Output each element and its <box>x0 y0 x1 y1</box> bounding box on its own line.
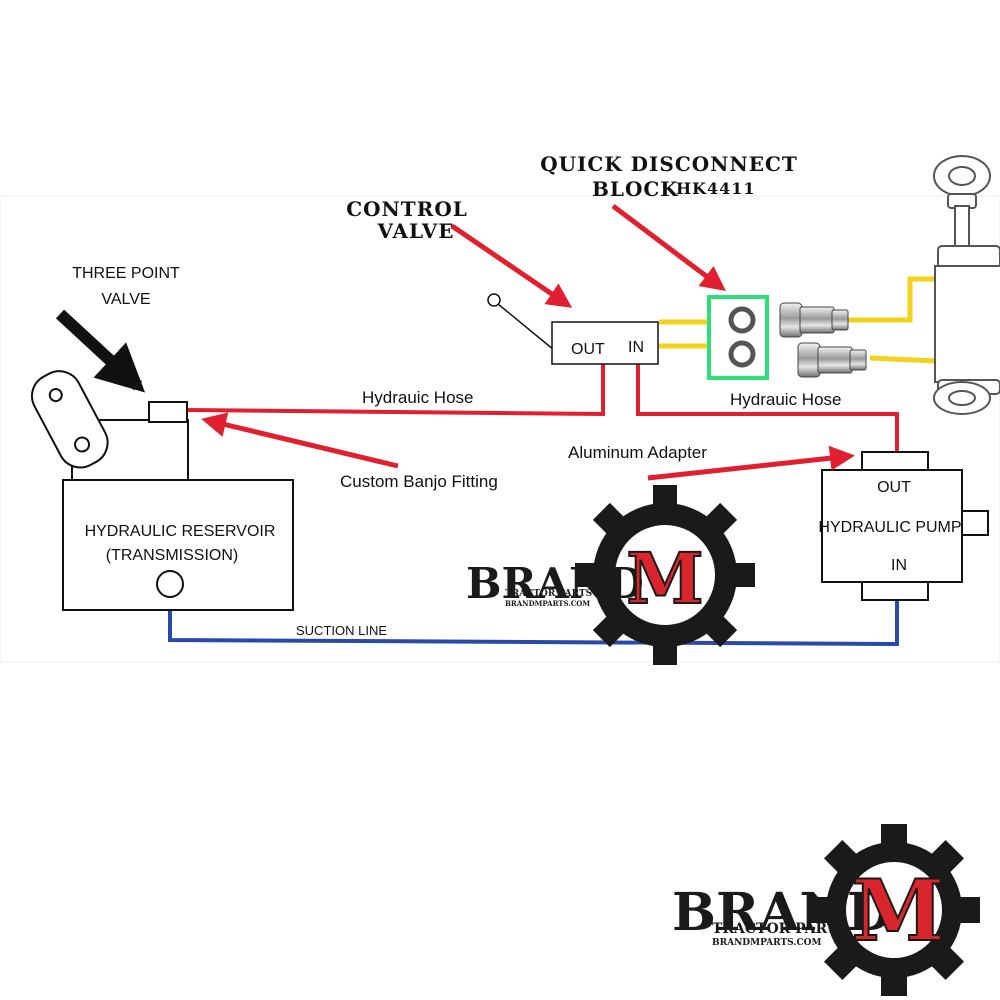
three-point-valve-label-line2: VALVE <box>101 291 150 308</box>
hose-valve-out-to-reservoir <box>186 362 605 417</box>
suction-line-label: SUCTION LINE <box>296 623 387 638</box>
control-valve-label-line2: VALVE <box>377 219 455 243</box>
center-logo-letter: M <box>626 537 704 620</box>
brand-logo: BRAND M TRACTOR PARTS BRANDMPARTS.COM <box>672 824 980 996</box>
center-logo-sub: TRACTOR PARTS <box>505 589 592 599</box>
hose-pump-to-valve-in <box>636 362 899 452</box>
pointer-arrows <box>201 204 855 481</box>
pump-out-label: OUT <box>877 479 911 496</box>
hose-right-label: Hydrauic Hose <box>730 390 842 409</box>
valve-out-label: OUT <box>571 341 605 358</box>
center-logo-gear <box>575 485 755 665</box>
three-point-valve <box>30 370 189 481</box>
qd-block-label-line1: QUICK DISCONNECT <box>540 152 798 176</box>
quick-disconnect-block <box>707 295 769 380</box>
brand-logo-letter: M <box>852 861 945 960</box>
brand-logo-url: BRANDMPARTS.COM <box>712 938 821 948</box>
brand-logo-gear <box>808 824 980 996</box>
qd-block-label-line2: BLOCK <box>592 177 679 201</box>
qd-block-part-number: HK4411 <box>676 179 756 198</box>
center-logo-word: BRAND <box>466 559 644 608</box>
arrow-aluminum-adapter <box>647 445 855 481</box>
coupler-lower <box>797 342 867 378</box>
hose-left-label: Hydrauic Hose <box>362 388 474 407</box>
reservoir-label-line2: (TRANSMISSION) <box>106 547 238 564</box>
center-logo-url: BRANDMPARTS.COM <box>505 599 590 608</box>
brand-logo-sub: TRACTOR PARTS <box>712 921 847 937</box>
coupler-upper <box>779 302 849 338</box>
reservoir-label-line1: HYDRAULIC RESERVOIR <box>85 523 276 540</box>
valve-lever <box>30 370 109 469</box>
suction-line <box>168 584 899 647</box>
reservoir-port <box>156 570 184 598</box>
arrow-three-point-valve <box>55 309 146 393</box>
center-logo: BRAND M TRACTOR PARTS BRANDMPARTS.COM <box>466 485 755 665</box>
aluminum-adapter-label: Aluminum Adapter <box>568 443 707 462</box>
pump-name-label: HYDRAULIC PUMP <box>818 519 961 536</box>
pump-in-label: IN <box>891 557 907 574</box>
arrow-control-valve <box>450 223 573 308</box>
control-valve <box>487 293 659 365</box>
control-valve-label-line1: CONTROL <box>346 197 468 221</box>
pressure-lines <box>186 362 899 452</box>
brand-logo-word: BRAND <box>672 882 892 943</box>
arrow-banjo-fitting <box>201 412 399 469</box>
valve-in-label: IN <box>628 339 644 356</box>
hydraulic-cylinder <box>933 155 1000 415</box>
arrow-qd-block <box>611 204 726 292</box>
hydraulic-pump <box>821 451 989 601</box>
three-point-valve-label-line1: THREE POINT <box>72 265 180 282</box>
banjo-fitting-label: Custom Banjo Fitting <box>340 472 498 491</box>
